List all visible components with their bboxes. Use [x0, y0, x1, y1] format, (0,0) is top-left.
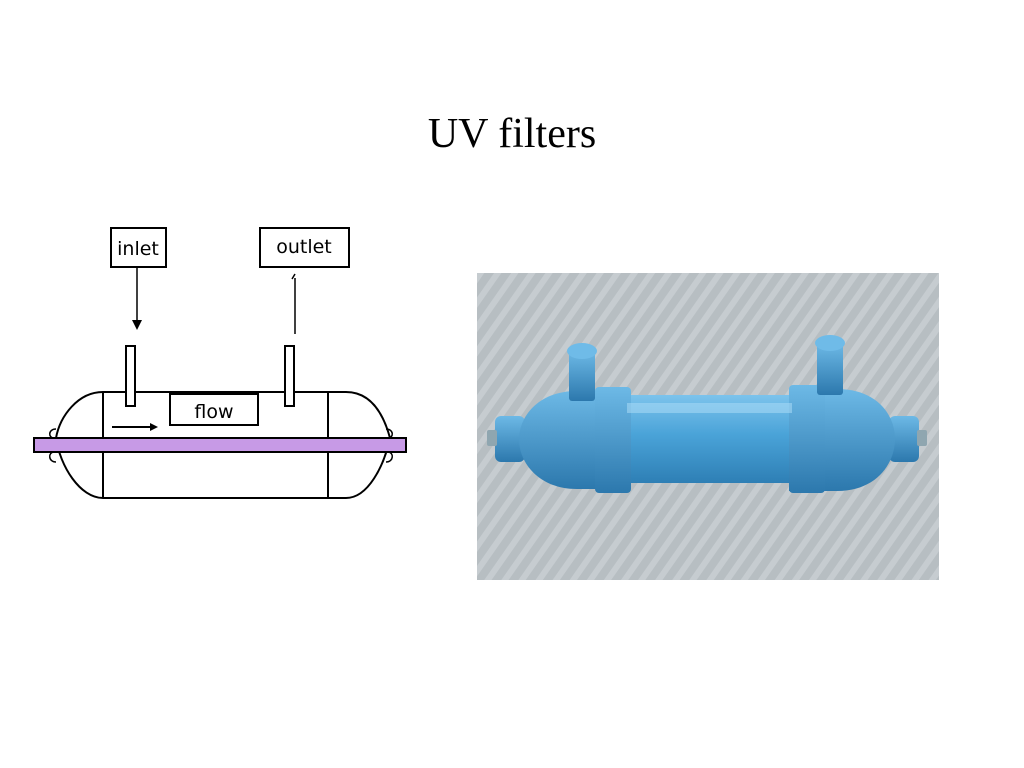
- inlet-pipe: [125, 345, 136, 407]
- inlet-arrow: [132, 267, 142, 330]
- inlet-label: inlet: [117, 238, 159, 260]
- flow-label: flow: [194, 401, 233, 423]
- slide-title: UV filters: [427, 111, 597, 157]
- uv-filter-diagram: inlet outlet: [28, 216, 416, 516]
- outlet-label: outlet: [276, 236, 332, 258]
- inlet-label-box: inlet: [110, 227, 167, 268]
- flow-label-box: flow: [169, 393, 259, 426]
- filter-housing: [487, 335, 927, 493]
- uv-filter-photo: [477, 273, 939, 580]
- outlet-label-box: outlet: [259, 227, 350, 268]
- uv-lamp: [33, 437, 407, 453]
- flow-arrow: [112, 423, 158, 431]
- lamp-end-caps: [49, 428, 393, 463]
- outlet-pipe: [284, 345, 295, 407]
- outlet-arrow: [291, 273, 296, 334]
